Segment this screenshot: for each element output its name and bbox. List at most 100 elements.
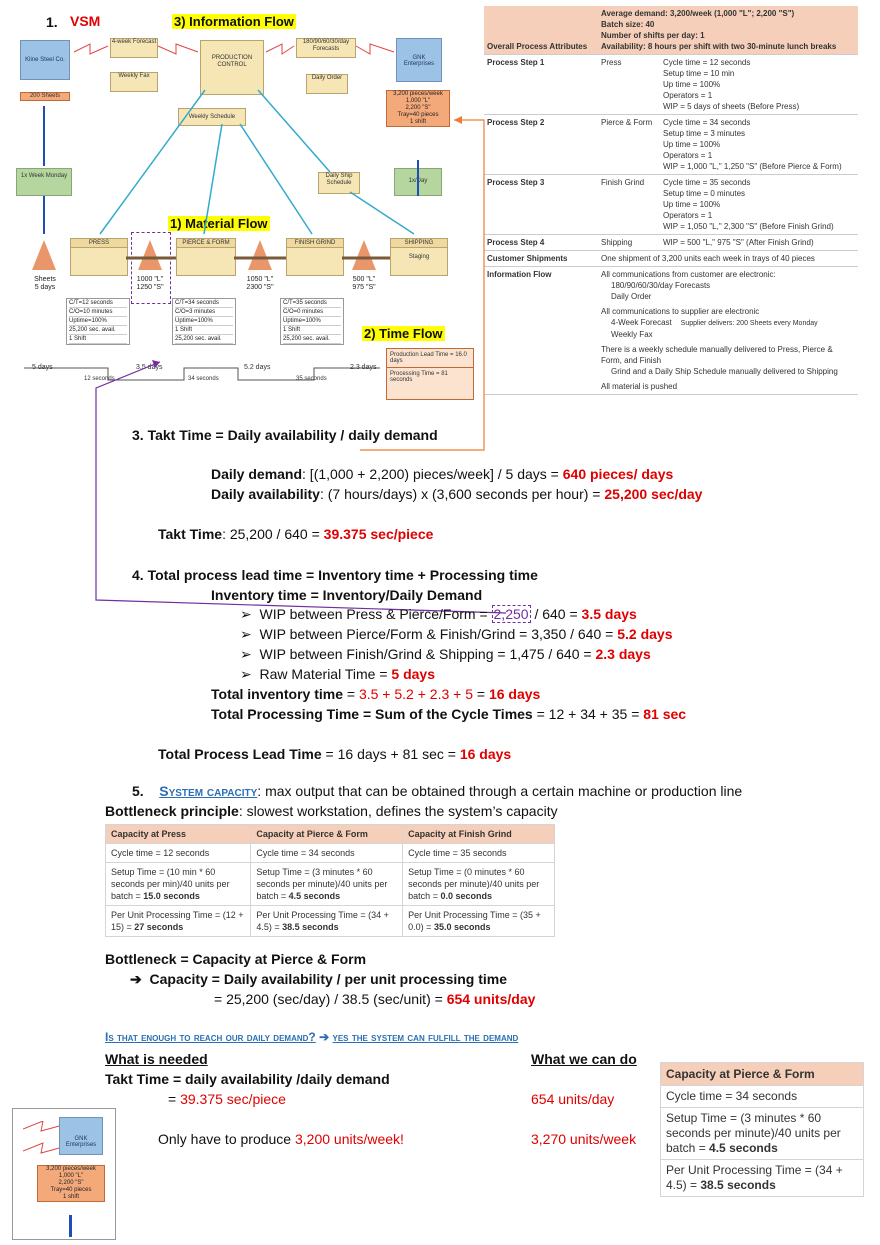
inventory-label: Sheets 5 days: [34, 276, 56, 291]
value: 16 days: [488, 686, 541, 702]
cell-text: Per Unit Processing Time = (12 + 15) =: [111, 910, 244, 932]
answer-link[interactable]: yes the system can fulfill the demand: [332, 1030, 519, 1044]
units-per-week: 3,270 units/week: [531, 1131, 637, 1147]
table-row: Setup Time = (3 minutes * 60 seconds per…: [660, 1107, 864, 1160]
arrow-icon: [69, 1215, 72, 1237]
inventory-triangle-icon: [352, 240, 376, 270]
inventory-triangle-icon: [32, 240, 56, 270]
demand-line: Tray=40 pieces: [50, 1187, 92, 1193]
timeline-seconds: 35 seconds: [296, 376, 327, 382]
table-row: Per Unit Processing Time = (34 + 4.5) = …: [660, 1159, 864, 1197]
data-line: C/T=34 seconds: [175, 299, 233, 308]
supplier-factory-icon: Kline Steel Co.: [20, 40, 70, 80]
cell-text: Setup Time = (10 min * 60 seconds per mi…: [111, 867, 230, 901]
demand-line: 1 shift: [62, 1194, 79, 1200]
bullet-item: ➢ Raw Material Time = 5 days: [240, 666, 435, 682]
column-header: Capacity at Press: [104, 824, 252, 844]
customer-thumbnail: GNK Enterprises 3,200 pieces/week 1,000 …: [12, 1108, 116, 1240]
demand-line: Tray=40 pieces: [397, 112, 439, 118]
value: 39.375 sec/piece: [180, 1091, 286, 1107]
info-line: Daily Order: [611, 292, 652, 301]
information-flow-label: Information Flow: [484, 266, 598, 395]
lead-time-box: Production Lead Time = 16.0 days Process…: [386, 348, 474, 400]
inventory-triangle-icon: [248, 240, 272, 270]
table-row: Cycle time = 12 seconds Cycle time = 34 …: [104, 843, 555, 863]
table-cell: Setup Time = (3 minutes * 60 seconds per…: [250, 862, 404, 906]
info-line: All communications from customer are ele…: [601, 270, 776, 279]
supplier-truck-icon: 1x Week Monday: [16, 168, 72, 196]
header-line: Batch size: 40: [601, 20, 655, 29]
data-line: 25,200 sec. avail.: [69, 326, 127, 335]
table-cell: Cycle time = 12 seconds: [104, 843, 252, 863]
table-row: Cycle time = 34 seconds: [660, 1085, 864, 1108]
table-cell: Setup Time = (0 minutes * 60 seconds per…: [402, 862, 555, 906]
customer-name: GNK Enterprises: [65, 1136, 97, 1148]
value: 16 days: [459, 746, 512, 762]
step-operation: Finish Grind: [598, 174, 660, 235]
info-line: All communications to supplier are elect…: [601, 307, 760, 316]
step-operation: Press: [598, 54, 660, 115]
bottleneck-principle-line: Bottleneck principle: slowest workstatio…: [105, 802, 558, 820]
table-row: Process Step 4 Shipping WIP = 500 "L," 9…: [484, 234, 858, 251]
daily-order-box: Daily Order: [306, 74, 348, 94]
cell-value: 4.5 seconds: [709, 1141, 778, 1155]
expression: = 25,200 (sec/day) / 38.5 (sec/unit) =: [214, 991, 447, 1007]
table-row: Process Step 3 Finish Grind Cycle time =…: [484, 174, 858, 235]
demand-line: 1,000 "L": [405, 98, 431, 104]
label: Takt Time: [158, 526, 223, 542]
truck-label: 1x Week Monday: [20, 173, 68, 179]
text: : slowest workstation, defines the syste…: [238, 803, 558, 819]
detail-line: Cycle time = 34 seconds: [663, 118, 751, 127]
data-line: Uptime=100%: [69, 317, 127, 326]
table-row: Per Unit Processing Time = (12 + 15) = 2…: [104, 905, 555, 937]
customer-name: GNK Enterprises: [403, 55, 435, 67]
weekly-fax-box: Weekly Fax: [110, 72, 158, 92]
cell-text: Per Unit Processing Time = (35 + 0.0) =: [408, 910, 541, 932]
value: 3.5 days: [581, 606, 637, 622]
data-line: 25,200 sec. avail.: [283, 335, 341, 344]
info-flow-icon: [23, 1121, 63, 1154]
cell-text: Setup Time = (3 minutes * 60 seconds per…: [666, 1111, 841, 1155]
inventory-label: 1050 "L" 2300 "S": [246, 276, 274, 291]
timeline-days: 5 days: [32, 364, 53, 371]
expression: 3.5 + 5.2 + 2.3 + 5: [358, 686, 473, 702]
demand-line: 2,200 "S": [58, 1180, 84, 1186]
column-header: Capacity at Finish Grind: [402, 824, 555, 844]
demand-line: 3,200 pieces/week: [393, 91, 443, 97]
lead-time-heading: 4. Total process lead time = Inventory t…: [132, 567, 538, 583]
question-link[interactable]: Is that enough to reach our daily demand…: [105, 1030, 316, 1044]
demand-line: 2,200 "S": [405, 105, 431, 111]
text: =: [168, 1091, 181, 1107]
arrow-icon: ➔: [319, 1030, 330, 1044]
info-line: There is a weekly schedule manually deli…: [601, 345, 833, 365]
column-header: Capacity at Pierce & Form: [250, 824, 404, 844]
value: 5.2 days: [617, 626, 673, 642]
capacity-table: Capacity at Press Capacity at Pierce & F…: [104, 824, 555, 937]
process-title: PIERCE & FORM: [177, 239, 235, 248]
step-operation: Shipping: [598, 234, 660, 251]
cell-value: 38.5 seconds: [282, 922, 339, 932]
highlighted-number: 2,250: [491, 605, 531, 623]
cell-value: 15.0 seconds: [143, 891, 200, 901]
information-flow-details: All communications from customer are ele…: [598, 266, 858, 395]
detail-line: Setup time = 3 minutes: [663, 129, 746, 138]
system-capacity-link[interactable]: System capacity: [159, 783, 258, 799]
text: =: [342, 686, 359, 702]
label: Bottleneck principle: [105, 803, 239, 819]
label: Total Process Lead Time: [158, 746, 322, 762]
customer-factory-icon: GNK Enterprises: [396, 38, 442, 82]
number: 5.: [132, 783, 144, 799]
system-capacity-line: 5. System capacity: max output that can …: [132, 782, 742, 800]
section-number: 1.: [46, 14, 58, 30]
table-row: Information Flow All communications from…: [484, 266, 858, 395]
process-title: PRESS: [71, 239, 127, 248]
takt-heading: 3. Takt Time = Daily availability / dail…: [132, 427, 438, 443]
bullet-item: ➢ WIP between Finish/Grind & Shipping = …: [240, 646, 651, 662]
process-pierce-form: PIERCE & FORM: [176, 238, 236, 276]
total-lead-time-line: Total Process Lead Time = 16 days + 81 s…: [158, 745, 511, 763]
info-line: 180/90/60/30/day Forecasts: [611, 281, 711, 290]
value: 654 units/day: [446, 991, 536, 1007]
customer-factory-icon: GNK Enterprises: [59, 1117, 103, 1155]
cell-value: 0.0 seconds: [440, 891, 492, 901]
